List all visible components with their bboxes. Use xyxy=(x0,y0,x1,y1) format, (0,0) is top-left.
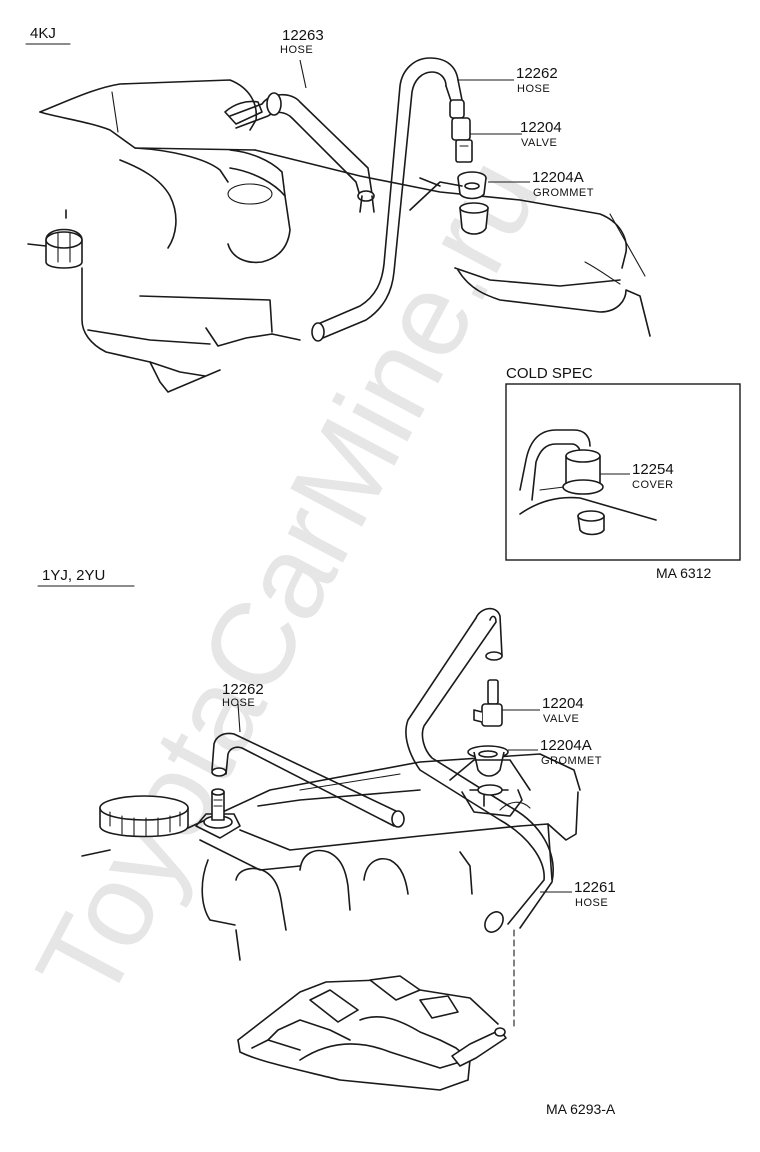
callout-12204a-name: GROMMET xyxy=(533,187,594,199)
ref-code-bottom: MA 6293-A xyxy=(546,1101,616,1117)
callout-12263-number: 12263 xyxy=(282,27,324,44)
leader-12263 xyxy=(299,59,307,89)
hose-12261 xyxy=(405,607,554,1031)
callout-12204a-number: 12204A xyxy=(532,169,584,186)
cold-spec-frame xyxy=(505,383,741,561)
hose-12262-bottom xyxy=(211,732,405,828)
section-1yj-2yu: 1YJ, 2YU xyxy=(37,567,616,1091)
section-label-1yj-2yu: 1YJ, 2YU xyxy=(42,567,105,584)
callout-12262-number: 12262 xyxy=(516,65,558,82)
callout-12261-number: 12261 xyxy=(574,879,616,896)
callout-12262-bottom-name: HOSE xyxy=(222,697,255,709)
valve-12204-top xyxy=(449,99,473,163)
callout-12261-name: HOSE xyxy=(575,897,608,909)
leader-12262-bottom xyxy=(237,703,241,733)
grommet-12204a-top xyxy=(409,171,489,235)
callout-12263-name: HOSE xyxy=(280,44,313,56)
pcv-port-left xyxy=(195,788,241,839)
callout-12262-bottom-number: 12262 xyxy=(222,681,264,698)
callout-12204a-bottom-name: GROMMET xyxy=(541,755,602,767)
callout-12262-name: HOSE xyxy=(517,83,550,95)
grommet-12204a-bottom xyxy=(449,745,531,807)
callout-12204-name: VALVE xyxy=(521,137,557,149)
callout-12254-number: 12254 xyxy=(632,461,674,478)
hose-12262-top xyxy=(311,57,463,342)
valve-12204-bottom xyxy=(473,679,503,727)
ref-code-top: MA 6312 xyxy=(656,565,711,581)
callout-12254-name: COVER xyxy=(632,479,674,491)
callout-12204-number: 12204 xyxy=(520,119,562,136)
cold-spec-title: COLD SPEC xyxy=(506,365,593,382)
engine-block-drawing xyxy=(27,79,651,393)
hose-12263 xyxy=(229,92,375,213)
intake-manifold-drawing xyxy=(237,975,507,1091)
cold-spec-panel: COLD SPEC 12254 COVER xyxy=(505,365,741,561)
callout-12204a-bottom-number: 12204A xyxy=(540,737,592,754)
section-label-4kj: 4KJ xyxy=(30,25,56,42)
callout-12204-bottom-number: 12204 xyxy=(542,695,584,712)
callout-12204-bottom-name: VALVE xyxy=(543,713,579,725)
section-4kj: 4KJ xyxy=(25,25,651,393)
